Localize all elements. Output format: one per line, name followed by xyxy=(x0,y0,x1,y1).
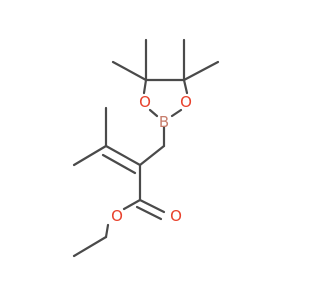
molecule-diagram: O O B O O xyxy=(72,38,220,258)
bond-ccarbonyl-ocarbonyl-double xyxy=(135,205,163,221)
bond-cbeta-methyl-left xyxy=(72,144,108,167)
bond-ccarbonyl-oester xyxy=(122,198,142,211)
bond-oester-ch2 xyxy=(104,223,110,239)
bond-oleft-boron xyxy=(148,108,159,118)
bond-oright-boron xyxy=(170,108,183,118)
ring-oxygen-right: O xyxy=(180,93,192,111)
bond-ethyl-ch2-ch3 xyxy=(72,235,108,258)
bonds xyxy=(72,38,220,258)
ring-oxygen-left: O xyxy=(139,93,151,111)
ester-oxygen: O xyxy=(111,207,123,225)
carbonyl-oxygen: O xyxy=(170,207,182,225)
bond-calpha-cbeta-double xyxy=(101,153,137,175)
bond-calpha-cbeta xyxy=(104,144,142,167)
bond-cright-oright xyxy=(182,78,189,95)
bond-methyl-cright-right xyxy=(182,60,220,82)
bond-ccarbonyl-ocarbonyl xyxy=(138,198,166,214)
bond-cleft-oleft xyxy=(142,78,148,95)
bond-methyl-cleft-left xyxy=(111,60,148,82)
bond-ch2-calpha xyxy=(138,144,166,167)
boron-atom: B xyxy=(159,113,169,131)
structure-svg: O O B O O xyxy=(72,38,220,258)
atom-labels: O O B O O xyxy=(111,93,192,225)
